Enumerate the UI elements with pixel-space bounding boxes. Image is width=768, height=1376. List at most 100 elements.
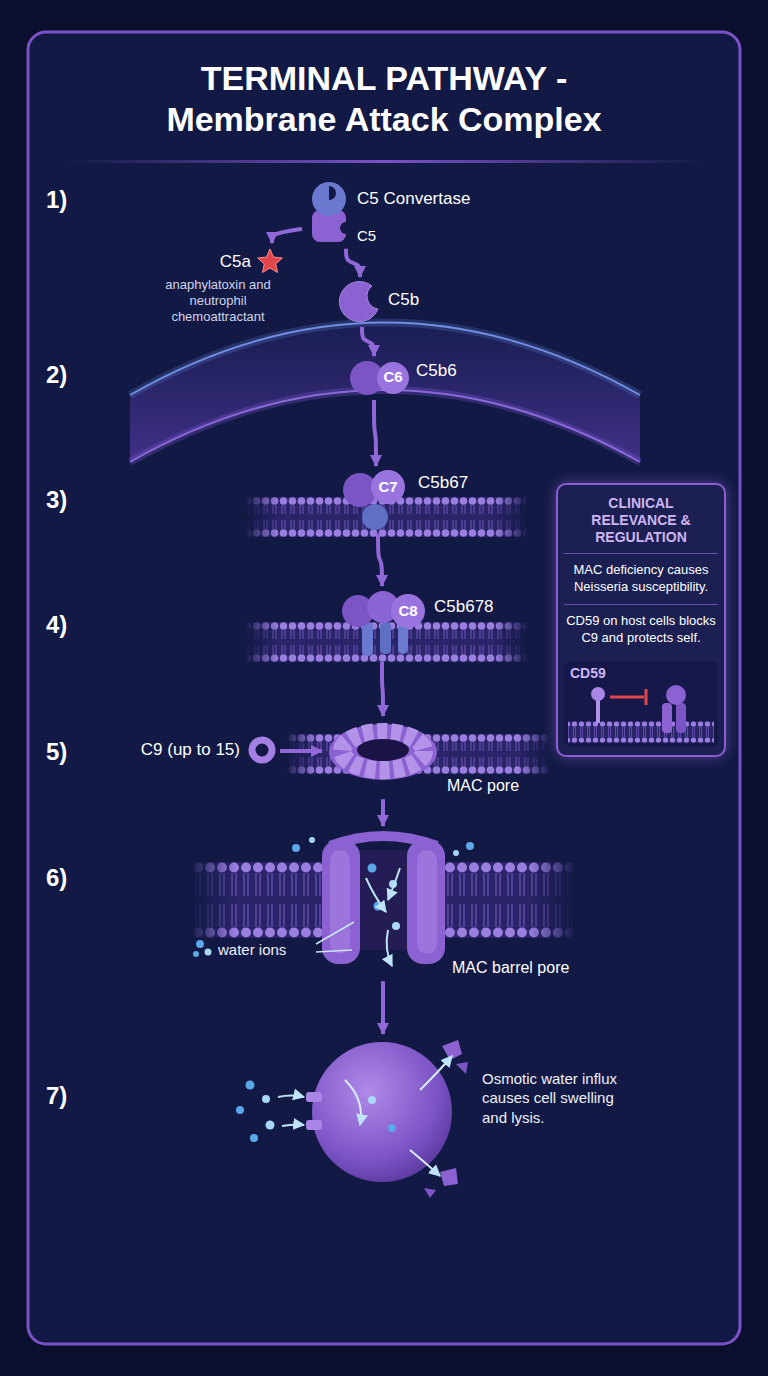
- cd59-inset: CD59: [564, 661, 718, 747]
- mac-pore-ring-part: [357, 739, 409, 761]
- lipid-bilayer: [245, 622, 528, 662]
- fragment-name: C5a: [220, 252, 251, 272]
- cell-surface: [130, 323, 640, 463]
- cd59-illustration-part: [662, 703, 672, 733]
- step-number: 6): [46, 864, 67, 892]
- step-number: 4): [46, 611, 67, 639]
- fragment-name: C5b: [388, 290, 419, 310]
- anaphylatoxin-star: [258, 249, 283, 273]
- complex-name: C5b6: [416, 361, 457, 381]
- mac-barrel-part: [417, 850, 437, 954]
- convertase-shape-part: [329, 186, 336, 200]
- c5b6-shape-part: [377, 362, 409, 394]
- cell-surface-part: [130, 323, 640, 396]
- water-ions-part: [366, 878, 386, 912]
- panel-frame: [28, 32, 740, 1344]
- substrate-name: C5: [357, 227, 376, 244]
- protein-label: CD59: [570, 665, 606, 681]
- complex-name: C5b67: [418, 473, 468, 493]
- c5b67-shape-part: [362, 504, 388, 530]
- water-ions: [193, 837, 474, 966]
- annotation-label: water ions: [218, 941, 286, 958]
- cell-surface-part: [130, 323, 640, 463]
- outcome-note: Osmotic water influx causes cell swellin…: [482, 1069, 640, 1128]
- lipid-bilayer-part: [245, 622, 528, 662]
- reaction-arrow: [346, 249, 360, 277]
- c5b6-shape: [350, 361, 409, 395]
- water-ions-part: [466, 842, 474, 850]
- water-ions-part: [453, 850, 459, 856]
- complement-fragment: C5b: [334, 277, 423, 327]
- water-ions-part: [193, 951, 199, 957]
- lysing-cell: Osmotic water influx causes cell swellin…: [302, 1034, 644, 1204]
- lysing-cell-shape-part: [410, 1150, 440, 1176]
- water-ions-part: [236, 1106, 244, 1114]
- lysing-cell-shape-part: [312, 1042, 452, 1182]
- anaphylatoxin-fragment: C5a anaphylatoxin and neutrophil chemoatt…: [144, 243, 292, 329]
- component-name: C7: [378, 478, 397, 495]
- complement-complex: C7 C5b67: [339, 466, 472, 534]
- c5b678-shape-part: [380, 622, 391, 654]
- enzyme-complex: C5 ConvertaseC5: [302, 178, 474, 249]
- lysing-cell-shape-part: [420, 1056, 452, 1090]
- reaction-arrow: [272, 229, 302, 243]
- complex-name: C5b678: [434, 597, 494, 617]
- component-name: C8: [398, 602, 417, 619]
- cd59-illustration-part: [591, 687, 605, 701]
- water-ions-part: [205, 949, 212, 956]
- water-ions-part: [246, 1081, 255, 1090]
- water-ions-part: [387, 930, 392, 966]
- cd59-illustration-part: [568, 721, 714, 743]
- leader-line-part: [316, 950, 352, 952]
- mac-barrel-part: [407, 840, 445, 964]
- cell-surface-part: [130, 390, 640, 462]
- water-ions-part: [250, 1134, 258, 1142]
- step-number: 1): [46, 186, 67, 214]
- lysing-cell-shape-part: [368, 1096, 376, 1104]
- cd59-illustration-part: [596, 699, 600, 723]
- pore-name: MAC pore: [447, 777, 519, 795]
- cd59-illustration-part: [676, 703, 686, 733]
- cd59-illustration-part: [645, 689, 648, 705]
- panel-note: CD59 on host cells blocks C9 and protect…: [564, 605, 718, 655]
- step-number: 5): [46, 738, 67, 766]
- reaction-arrow: [381, 981, 385, 1034]
- convertase-shape: [312, 182, 346, 242]
- step-number: 3): [46, 486, 67, 514]
- water-ions-part: [196, 940, 204, 948]
- mac-barrel-part: [322, 840, 360, 964]
- reaction-arrow: [362, 327, 374, 356]
- convertase-shape-part: [340, 222, 346, 234]
- cd59-illustration-part: [568, 721, 714, 743]
- lysing-cell-shape-part: [306, 1092, 322, 1102]
- water-ions-part: [368, 864, 377, 873]
- barrel-pore: MAC barrel pore: [316, 826, 573, 981]
- leader-line: [316, 922, 354, 952]
- mac-barrel: [322, 836, 445, 964]
- c9-ring: [252, 740, 272, 760]
- c5b678-shape-part: [398, 624, 408, 654]
- lipid-bilayer-part: [245, 622, 528, 662]
- fragment-description: anaphylatoxin and neutrophil chemoattrac…: [148, 277, 288, 326]
- water-ions-part: [309, 837, 315, 843]
- title-rule: [60, 160, 708, 163]
- water-ions-part: [292, 844, 300, 852]
- reaction-arrow: [378, 534, 382, 586]
- step-number: 2): [46, 361, 67, 389]
- panel-heading: CLINICAL RELEVANCE & REGULATION: [564, 495, 718, 554]
- diagram-title: TERMINAL PATHWAY - Membrane Attack Compl…: [144, 58, 624, 140]
- water-ions-part: [282, 1125, 304, 1126]
- water-ions-part: [388, 868, 400, 900]
- panel-note: MAC deficiency causes Neisseria suscepti…: [564, 554, 718, 605]
- reaction-arrow: [382, 662, 383, 716]
- mac-pore-ring-part: [329, 724, 437, 780]
- lysing-cell-shape-part: [306, 1120, 322, 1130]
- c5b67-shape: [343, 470, 405, 530]
- reaction-arrow: [381, 799, 385, 826]
- lysing-cell-shape: [306, 1040, 468, 1198]
- edge-group: [272, 229, 383, 1034]
- water-ions-part: [392, 922, 400, 930]
- cell-surface-part: [130, 390, 640, 462]
- mac-barrel-part: [330, 850, 350, 954]
- complement-complex: C8 C5b678: [336, 586, 498, 662]
